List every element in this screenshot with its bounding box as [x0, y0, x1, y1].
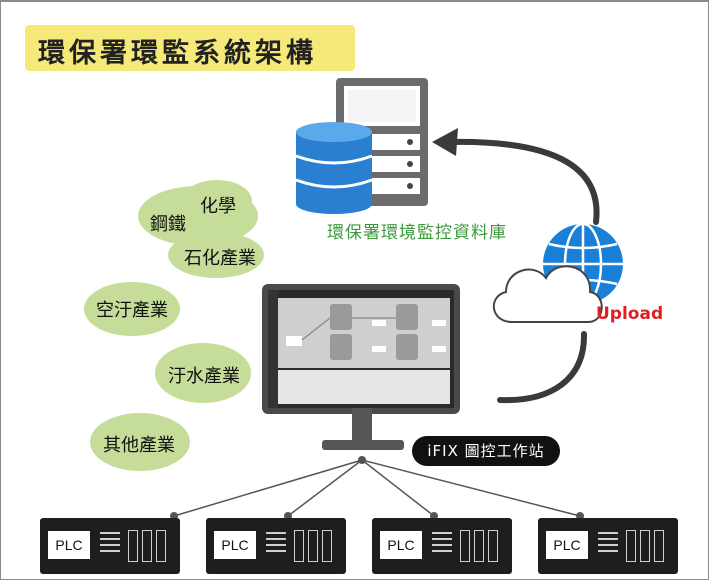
plc-vent-icon: [432, 532, 452, 558]
plc-slot: [142, 530, 152, 562]
plc-slot: [460, 530, 470, 562]
plc-vent-icon: [266, 532, 286, 558]
industry-air: 空汙產業: [96, 300, 168, 321]
title-banner: [25, 25, 355, 71]
plc-label: PLC: [546, 531, 588, 559]
upload-label: Upload: [596, 304, 664, 324]
plc-slot: [294, 530, 304, 562]
industry-water: 汙水產業: [168, 366, 240, 387]
plc-unit: PLC: [372, 518, 512, 574]
database-icon: [295, 122, 373, 214]
blob-other: [90, 413, 190, 471]
plc-slot: [654, 530, 664, 562]
cloud-icon: [492, 265, 603, 323]
plc-slot: [474, 530, 484, 562]
plc-unit: PLC: [40, 518, 180, 574]
plc-vent-icon: [598, 532, 618, 558]
workstation-badge: iFIX 圖控工作站: [412, 436, 560, 466]
plc-vent-icon: [100, 532, 120, 558]
upload-arrow-top: [432, 128, 600, 225]
plc-slot: [128, 530, 138, 562]
industry-petrochemical: 石化產業: [184, 248, 256, 269]
plc-unit: PLC: [206, 518, 346, 574]
plc-slot: [640, 530, 650, 562]
plc-slot: [322, 530, 332, 562]
plc-label: PLC: [380, 531, 422, 559]
plc-unit: PLC: [538, 518, 678, 574]
upload-arrow-bottom: [497, 331, 588, 404]
monitor-icon: [262, 284, 460, 450]
blob-air: [84, 282, 180, 336]
database-label: 環保署環境監控資料庫: [327, 223, 507, 243]
plc-slot: [626, 530, 636, 562]
plc-label: PLC: [48, 531, 90, 559]
industry-other: 其他產業: [103, 435, 175, 456]
diagram-title: 環保署環監系統架構: [38, 38, 317, 69]
plc-slot: [308, 530, 318, 562]
plc-label: PLC: [214, 531, 256, 559]
blob-chemical-top: [182, 180, 252, 222]
plc-slot: [488, 530, 498, 562]
blob-petrochemical: [168, 232, 264, 278]
blob-water: [155, 343, 251, 403]
plc-slot: [156, 530, 166, 562]
industry-metal: 鋼鐵: [150, 214, 186, 235]
industry-chemical: 化學: [200, 196, 236, 217]
